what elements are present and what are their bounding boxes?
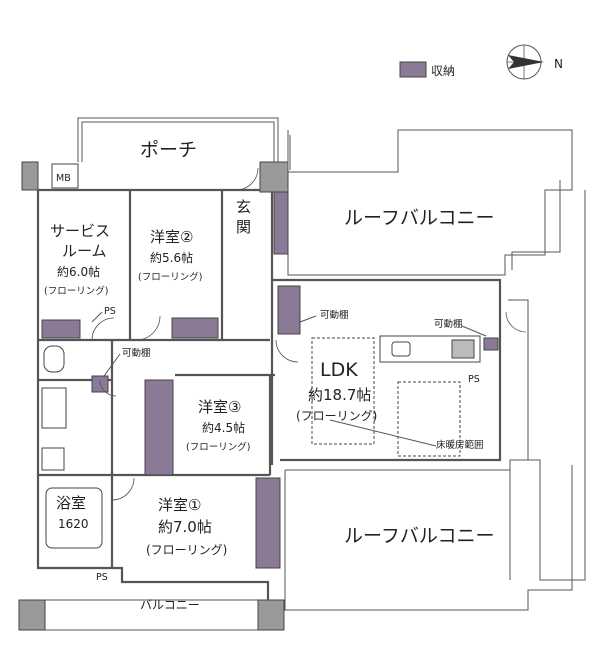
service-room-label-2: ルーム — [62, 242, 107, 260]
room1-size: 約7.0帖 — [158, 518, 212, 536]
washer-icon — [41, 447, 65, 471]
ldk-floor: (フローリング) — [296, 409, 377, 423]
toilet-icon — [43, 345, 65, 373]
service-room-size: 約6.0帖 — [57, 264, 100, 279]
roof-balcony-top-label: ルーフバルコニー — [344, 207, 494, 229]
porch-label: ポーチ — [140, 139, 197, 161]
ps-service-label: PS — [104, 306, 116, 317]
sink-icon — [391, 341, 411, 357]
compass: N — [506, 44, 563, 80]
entrance-label-2: 関 — [236, 218, 251, 236]
service-room-floor: (フローリング) — [44, 285, 108, 297]
storage-swatch — [399, 61, 427, 78]
room3-floor: (フローリング) — [186, 441, 250, 453]
balcony-label: バルコニー — [140, 598, 200, 612]
walls — [18, 117, 586, 631]
compass-north-label: N — [554, 57, 563, 71]
room3-size: 約4.5帖 — [202, 420, 245, 435]
bathtub-icon — [45, 487, 103, 549]
room-labels: ポーチ MB サービス ルーム 約6.0帖 (フローリング) 洋室② 約5.6帖… — [44, 139, 494, 612]
annotations: PS PS PS 可動棚 可動棚 可動棚 床暖房範囲 — [91, 306, 487, 583]
legend: 収納 — [399, 61, 455, 78]
roof-balcony-bottom-label: ルーフバルコニー — [344, 525, 494, 547]
shelf-kitchen-label: 可動棚 — [434, 318, 463, 330]
washbasin-icon — [41, 387, 67, 429]
shelf-hall-label: 可動棚 — [122, 347, 151, 359]
ps-kitchen-label: PS — [468, 374, 480, 385]
legend-storage-label: 収納 — [431, 64, 455, 78]
bath-size: 1620 — [58, 517, 89, 531]
room1-floor: (フローリング) — [146, 543, 227, 557]
floor-heating-area — [397, 381, 461, 457]
kitchen-counter — [379, 335, 481, 363]
shelf-ldk-label: 可動棚 — [320, 309, 349, 321]
north-arrow-icon — [508, 55, 544, 69]
room2-floor: (フローリング) — [138, 271, 202, 283]
ps-bath-label: PS — [96, 572, 108, 583]
room2-size: 約5.6帖 — [150, 250, 193, 265]
bath-label: 浴室 — [56, 494, 86, 512]
room2-label: 洋室② — [150, 228, 193, 246]
fixtures — [41, 163, 481, 549]
storage-units — [41, 191, 499, 569]
room3-label: 洋室③ — [198, 398, 241, 416]
ldk-dashed-area — [311, 337, 375, 445]
ldk-label: LDK — [320, 359, 358, 381]
stove-icon — [451, 339, 475, 359]
ldk-size: 約18.7帖 — [308, 386, 371, 404]
floor-heating-label: 床暖房範囲 — [436, 439, 484, 451]
service-room-label-1: サービス — [50, 222, 110, 240]
doors — [91, 167, 527, 501]
mb-box — [51, 163, 79, 189]
entrance-label-1: 玄 — [236, 198, 251, 216]
room1-label: 洋室① — [158, 496, 201, 514]
mb-label: MB — [56, 173, 71, 184]
